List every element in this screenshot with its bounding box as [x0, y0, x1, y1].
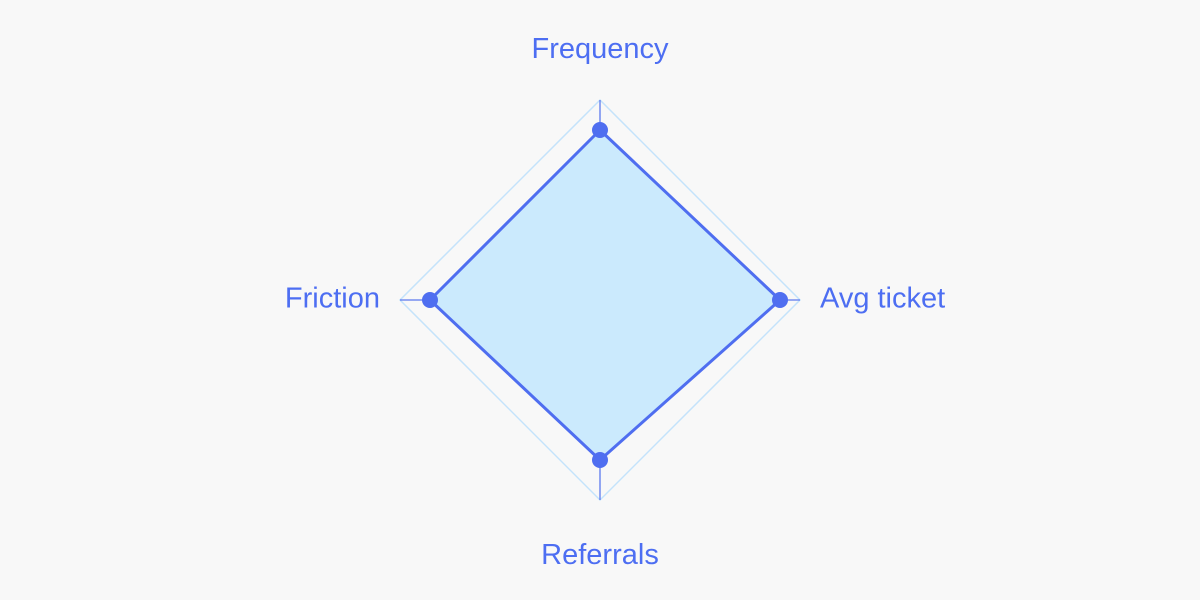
radar-axis-label-frequency: Frequency — [531, 33, 669, 65]
radar-point-friction — [422, 292, 438, 308]
radar-point-frequency — [592, 122, 608, 138]
radar-point-referrals — [592, 452, 608, 468]
radar-series-area-0 — [428, 128, 782, 462]
radar-point-avg-ticket — [772, 292, 788, 308]
radar-axis-label-friction: Friction — [285, 283, 380, 315]
radar-axis-label-avg-ticket: Avg ticket — [820, 283, 945, 315]
radar-axis-label-referrals: Referrals — [541, 539, 659, 571]
